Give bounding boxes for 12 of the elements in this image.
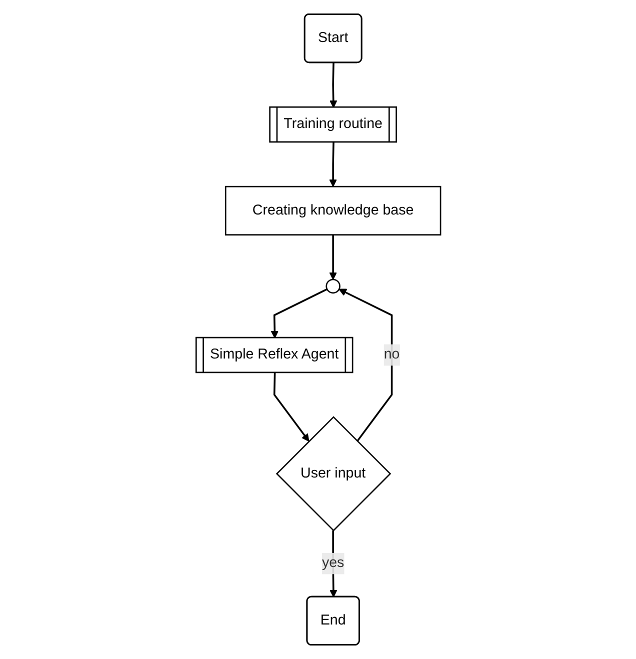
node-circle <box>325 278 340 294</box>
edge-label: yes <box>322 555 344 571</box>
node-box: Creating knowledge base <box>224 186 441 236</box>
arrow <box>273 372 309 442</box>
arrow <box>328 142 337 187</box>
arrow <box>270 288 328 338</box>
node-diamond: User input <box>276 416 391 532</box>
arrow <box>338 288 392 442</box>
arrow <box>329 530 338 598</box>
arrow <box>328 234 337 280</box>
arrow <box>329 62 337 108</box>
edge-label: no <box>383 346 400 362</box>
